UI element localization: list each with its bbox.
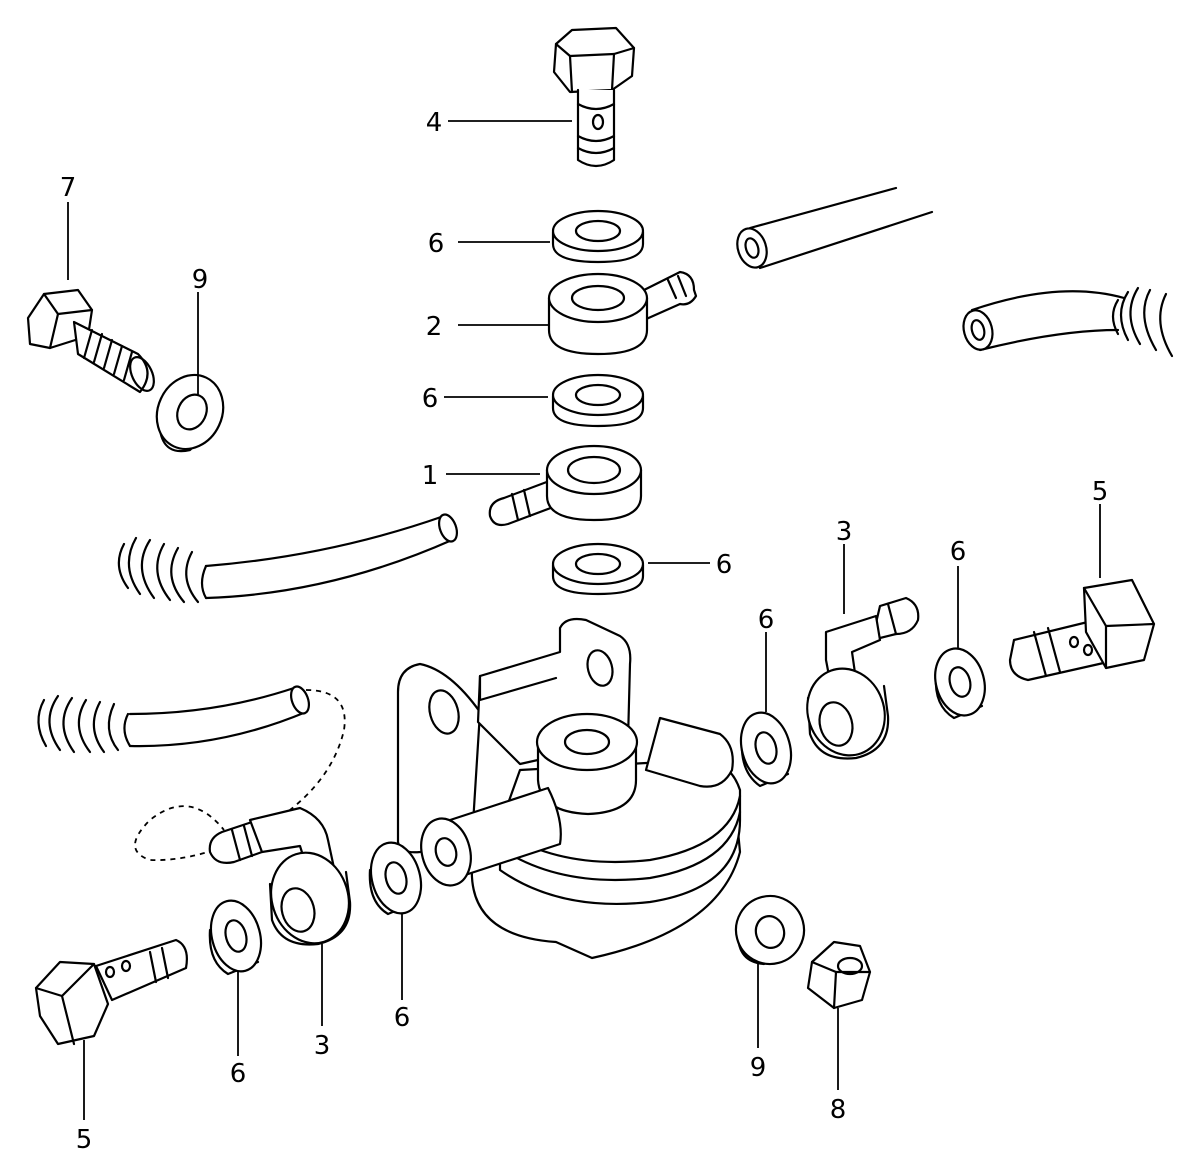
banjo-bolt-left (34, 938, 188, 1046)
callout-7: 7 (60, 173, 77, 203)
callout-9-top: 9 (192, 265, 209, 295)
elbow-banjo-left (208, 806, 352, 946)
washer-right-inner (739, 711, 793, 788)
sealing-washer-third (551, 542, 645, 596)
washer-right-bottom (734, 894, 806, 966)
callout-labels: 4 7 9 6 2 6 1 6 5 3 6 6 5 6 3 6 9 8 (60, 108, 1109, 1155)
washer-right-outer (934, 647, 986, 720)
hex-nut (806, 940, 872, 1010)
sealing-washer-second (551, 373, 645, 428)
washer-mid-bottom (368, 841, 423, 916)
callout-6-c: 6 (716, 550, 733, 580)
washer-left-top (155, 373, 225, 453)
callout-9-bottom: 9 (750, 1053, 767, 1083)
banjo-bolt-right (1008, 578, 1156, 682)
callout-6-b: 6 (422, 384, 439, 414)
fuel-hose-right-corrugated (962, 286, 1174, 358)
callout-2: 2 (426, 312, 443, 342)
banjo-bolt-top (552, 26, 636, 168)
callout-6-right-b: 6 (950, 537, 967, 567)
fuel-filter-housing (396, 617, 742, 960)
callout-4: 4 (426, 108, 443, 138)
elbow-banjo-right (806, 596, 920, 760)
leader-lines (67, 120, 1101, 1120)
banjo-fitting-lower (488, 444, 643, 527)
hex-bolt-left (26, 288, 155, 394)
callout-6-a: 6 (428, 229, 445, 259)
callout-6-left: 6 (230, 1059, 247, 1089)
callout-5-left: 5 (76, 1125, 93, 1155)
callout-5-right: 5 (1092, 477, 1109, 507)
fuel-hose-left-upper (117, 513, 459, 604)
callout-3-right: 3 (836, 517, 853, 547)
sealing-washer-top (551, 209, 645, 264)
callout-6-right-a: 6 (758, 605, 775, 635)
banjo-fitting-upper (547, 270, 698, 356)
washer-left-bottom (208, 899, 263, 976)
callout-1: 1 (422, 461, 439, 491)
callout-6-mid: 6 (394, 1003, 411, 1033)
fuel-hose-left-lower (37, 685, 346, 861)
callout-3-left: 3 (314, 1031, 331, 1061)
fuel-hose-upper-right (736, 186, 934, 270)
callout-8: 8 (830, 1095, 847, 1125)
